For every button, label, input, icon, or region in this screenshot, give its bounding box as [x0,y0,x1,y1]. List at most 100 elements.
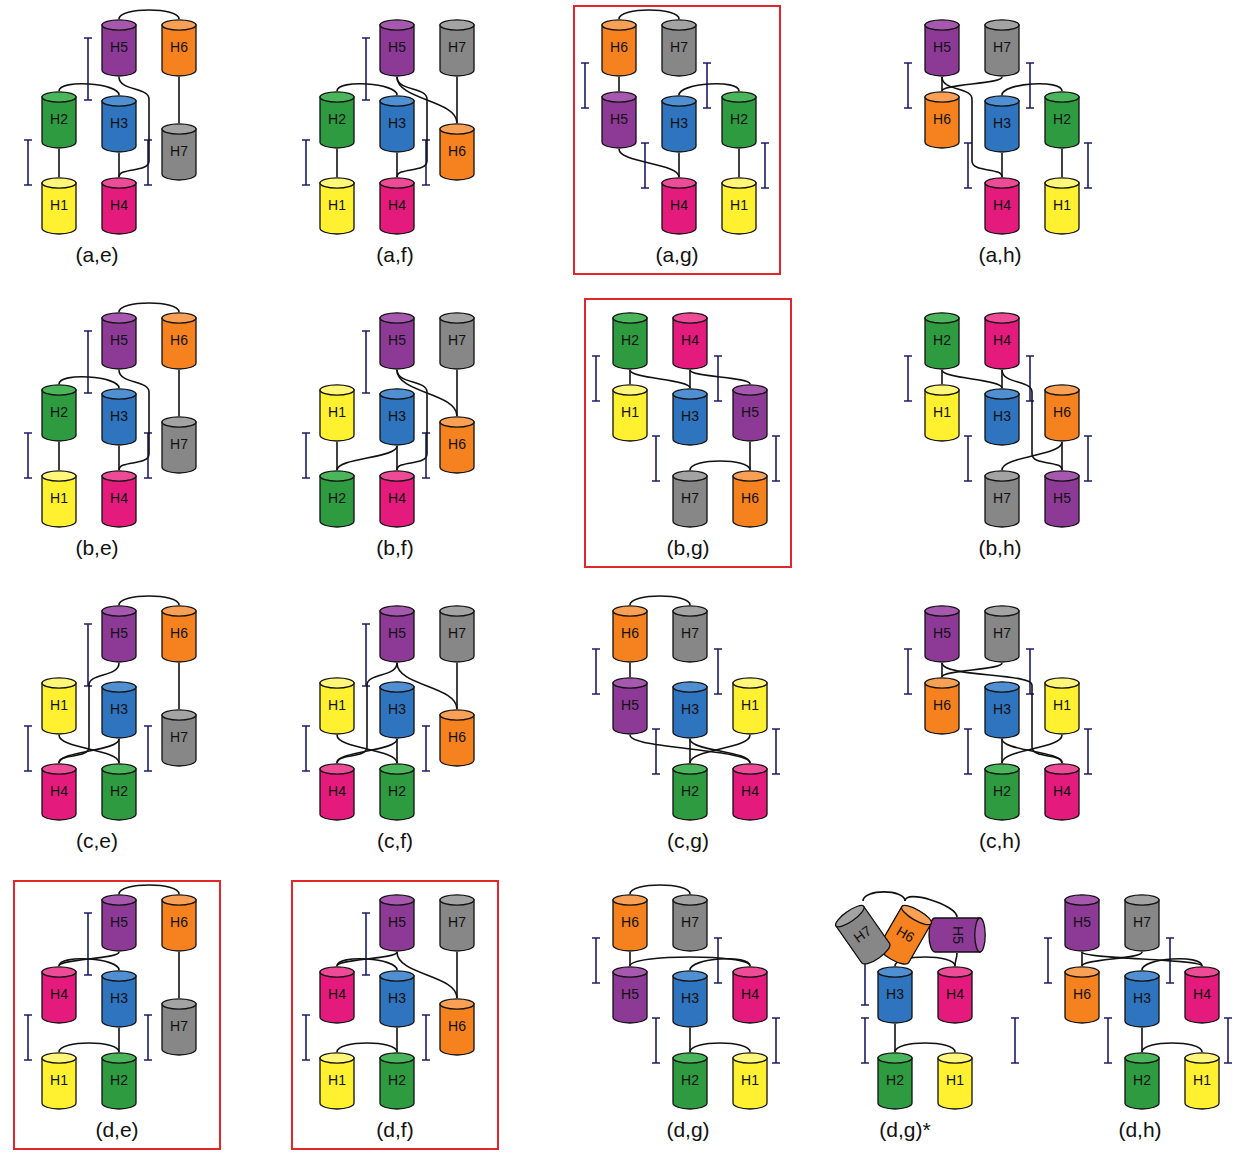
helix-cylinder: H2 [41,384,77,442]
topology-panel: (d,g)*H1H2H3H4H5H6H7 [849,880,1057,1150]
helix-cylinder: H6 [161,312,197,370]
loop-connector [59,952,119,966]
helix-label: H7 [439,894,475,930]
distance-bracket [772,1018,780,1063]
distance-bracket [302,433,310,478]
loop-connector [895,1043,955,1052]
helix-cylinder: H5 [379,894,415,952]
helix-label: H4 [101,470,137,506]
distance-bracket [641,143,649,188]
helix-label: H6 [439,416,475,452]
helix-cylinder: H1 [41,677,77,735]
loop-connector [738,149,740,177]
helix-label: H5 [379,605,415,641]
helix-label: H1 [319,1052,355,1088]
highlighted-panel: (d,e)H1H2H3H4H5H6H7 [13,880,221,1150]
helix-label: H1 [319,677,355,713]
loop-connector [119,303,179,312]
helix-label: H1 [732,1052,768,1088]
helix-cylinder: H4 [41,763,77,821]
loop-connector [863,892,905,901]
loop-connector [1002,442,1062,470]
panel-label: (c,g) [586,829,790,853]
distance-bracket [144,433,152,478]
loop-connector [630,596,690,605]
helix-cylinder: H6 [439,709,475,767]
helix-label: H2 [672,1052,708,1088]
helix-cylinder: H1 [319,384,355,442]
helix-label: H3 [101,681,137,717]
topology-panel: (b,h)H1H2H3H4H5H6H7 [896,298,1104,568]
helix-cylinder: H7 [161,416,197,474]
helix-label: H4 [319,966,355,1002]
loop-connector [941,663,943,677]
distance-bracket [1011,1018,1019,1063]
topology-panel: (c,g)H1H2H3H4H5H6H7 [584,591,792,861]
helix-cylinder: H5 [1064,894,1100,952]
distance-bracket [84,913,92,975]
helix-label: H7 [161,416,197,452]
helix-cylinder: H5 [924,19,960,77]
distance-bracket [964,729,972,774]
helix-label: H6 [924,677,960,713]
distance-bracket [302,726,310,771]
loop-connector [1002,735,1062,763]
topology-panel: (d,h)H1H2H3H4H5H6H7 [1036,880,1238,1150]
helix-cylinder: H4 [732,966,768,1024]
helix-label: H5 [924,19,960,55]
helix-cylinder: H5 [101,894,137,952]
helix-cylinder: H2 [319,470,355,528]
loop-connector [337,739,397,763]
distance-bracket [1166,938,1174,983]
panel-label: (d,e) [15,1118,219,1142]
helix-label: H3 [379,95,415,131]
helix-label: H5 [924,605,960,641]
helix-label: H1 [612,384,648,420]
panel-label: (b,f) [293,536,497,560]
helix-label: H3 [101,95,137,131]
loop-connector [118,153,120,177]
loop-connector [59,735,119,763]
loop-connector [690,739,750,763]
loop-connector [396,1028,398,1052]
loop-connector [119,596,179,605]
helix-label: H7 [161,123,197,159]
loop-connector [630,735,750,763]
helix-cylinder: H1 [41,177,77,235]
helix-cylinder: H5 [379,312,415,370]
helix-cylinder: H1 [41,1052,77,1110]
loop-connector [1081,952,1083,966]
panel-label: (c,e) [0,829,199,853]
loop-connector [941,77,943,91]
helix-cylinder: H1 [1044,177,1080,235]
loop-connector [689,1028,691,1052]
helix-label: H4 [732,763,768,799]
bracket-layer [24,38,1232,1063]
helix-label: H1 [319,384,355,420]
helix-label: H5 [612,677,648,713]
loop-connector [336,149,338,177]
helix-label: H5 [612,966,648,1002]
helix-label: H3 [101,388,137,424]
helix-cylinder: H5 [101,312,137,370]
topology-panel: (b,f)H1H2H3H4H5H6H7 [291,298,499,568]
helix-label: H1 [924,384,960,420]
loop-connector [118,446,120,470]
loop-connector [1082,952,1202,966]
helix-label: H2 [672,763,708,799]
helix-label: H7 [439,19,475,55]
helix-label: H1 [1044,177,1080,213]
distance-bracket [761,143,769,188]
helix-label: H1 [721,177,757,213]
distance-bracket [362,38,370,100]
helix-cylinder: H3 [984,681,1020,739]
loop-connector [629,952,631,966]
helix-cylinder: H7 [439,19,475,77]
helix-label: H6 [439,123,475,159]
loop-connector [1082,952,1142,966]
distance-bracket [422,1015,430,1060]
helix-cylinder: H6 [612,894,648,952]
loop-layer [59,10,1202,1052]
helix-cylinder: H5 [379,605,415,663]
distance-bracket [84,38,92,100]
